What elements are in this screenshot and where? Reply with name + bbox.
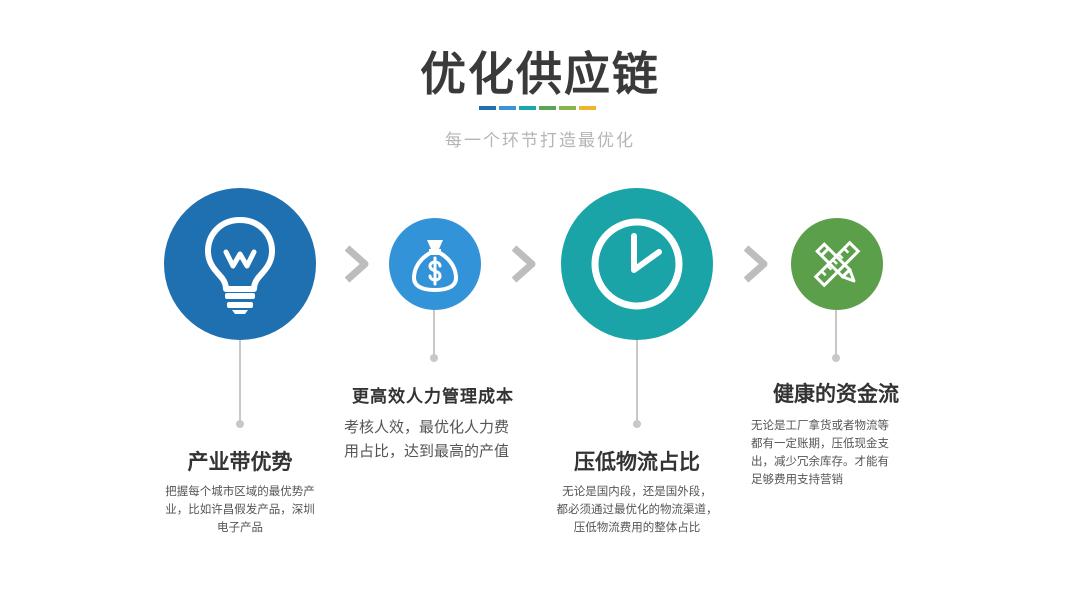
underline-segment <box>499 106 516 110</box>
underline-segment <box>479 106 496 110</box>
step-4-circle <box>791 218 883 310</box>
step-1-circle <box>164 188 316 340</box>
underline-segment <box>519 106 536 110</box>
step-1-dot <box>236 420 244 428</box>
step-1-connector <box>239 340 241 422</box>
step-1-heading: 产业带优势 <box>187 450 293 474</box>
step-2-connector <box>433 310 435 356</box>
step-3-circle <box>561 188 713 340</box>
desc-line: 电子产品 <box>217 520 263 534</box>
step-3-connector <box>636 340 638 422</box>
step-2-circle <box>389 218 481 310</box>
desc-line: 压低物流费用的整体占比 <box>573 520 701 534</box>
step-4-heading: 健康的资金流 <box>773 382 899 406</box>
desc-line: 业，比如许昌假发产品，深圳 <box>165 502 315 516</box>
desc-line: 考核人效，最优化人力费 <box>344 418 510 436</box>
step-3-heading: 压低物流占比 <box>574 450 700 474</box>
desc-line: 无论是工厂拿货或者物流等 <box>751 418 889 432</box>
desc-line: 出，减少冗余库存。才能有 <box>751 454 889 468</box>
step-4-connector <box>835 310 837 356</box>
underline-segment <box>579 106 596 110</box>
chevron-right-icon <box>344 245 369 283</box>
desc-line: 用占比，达到最高的产值 <box>344 442 510 460</box>
step-3-description: 无论是国内段，还是国外段， 都必须通过最优化的物流渠道， 压低物流费用的整体占比 <box>527 482 747 536</box>
chevron-right-icon <box>743 245 768 283</box>
desc-line: 把握每个城市区域的最优势产 <box>165 484 315 498</box>
clock-icon <box>591 218 683 310</box>
step-3-dot <box>633 420 641 428</box>
step-4-dot <box>832 354 840 362</box>
desc-line: 都必须通过最优化的物流渠道， <box>556 502 718 516</box>
page-subtitle: 每一个环节打造最优化 <box>445 131 635 151</box>
desc-line: 无论是国内段，还是国外段， <box>562 484 712 498</box>
chevron-right-icon <box>511 245 536 283</box>
underline-segment <box>559 106 576 110</box>
step-1-description: 把握每个城市区域的最优势产 业，比如许昌假发产品，深圳 电子产品 <box>140 482 340 536</box>
title-underline <box>479 106 596 110</box>
lightbulb-icon <box>205 217 275 314</box>
ruler-pencil-icon <box>813 240 861 288</box>
underline-segment <box>539 106 556 110</box>
step-2-dot <box>430 354 438 362</box>
step-2-heading: 更高效人力管理成本 <box>352 387 514 407</box>
page-title: 优化供应链 <box>420 47 660 101</box>
step-2-description: 考核人效，最优化人力费 用占比，达到最高的产值 <box>344 415 534 463</box>
desc-line: 都有一定账期，压低现金支 <box>751 436 889 450</box>
step-4-description: 无论是工厂拿货或者物流等 都有一定账期，压低现金支 出，减少冗余库存。才能有 足… <box>751 416 931 488</box>
money-bag-icon <box>412 240 458 292</box>
desc-line: 足够费用支持营销 <box>751 472 843 486</box>
